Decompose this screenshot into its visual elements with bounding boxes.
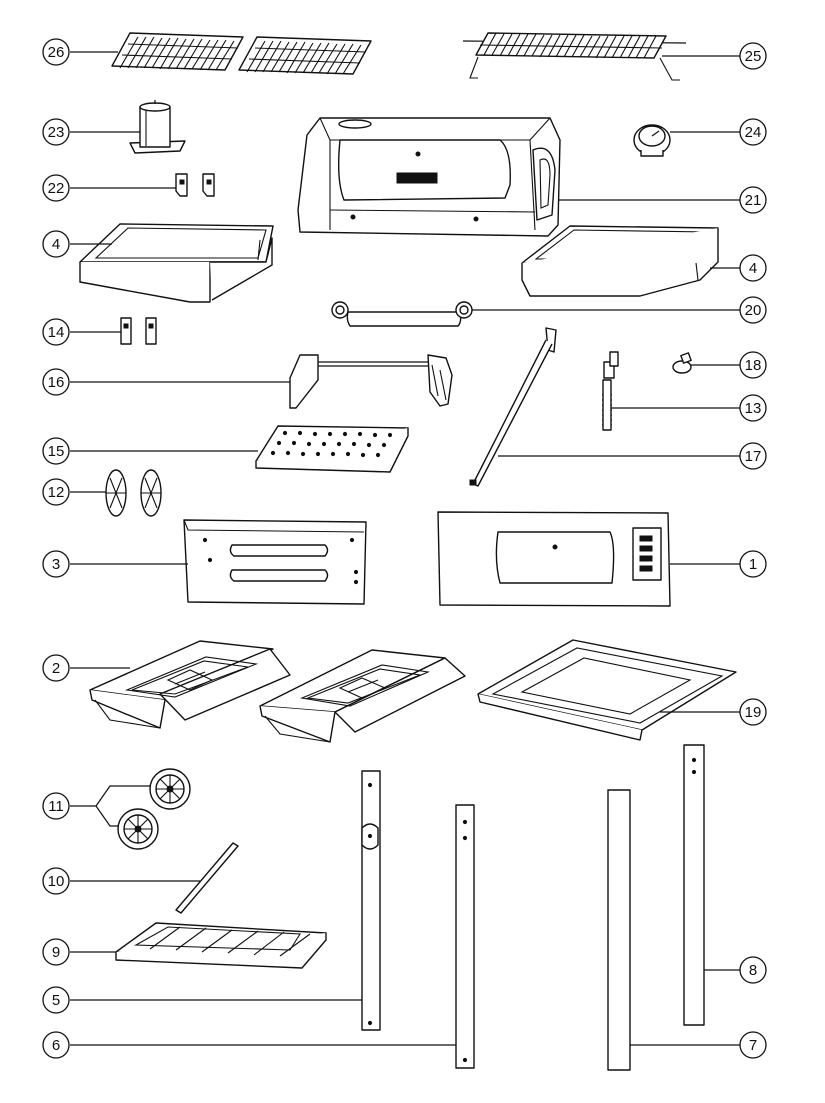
callout-label: 15 (48, 443, 65, 460)
callout-label: 7 (749, 1037, 757, 1054)
callout-7: 7 (739, 1031, 767, 1059)
part-grill-lid (297, 117, 561, 237)
part-firebox-right (259, 649, 466, 743)
callout-23: 23 (42, 118, 70, 146)
callout-label: 19 (745, 704, 762, 721)
callout-label: 3 (52, 556, 60, 573)
part-control-knob (672, 352, 692, 374)
part-front-panel (437, 511, 671, 607)
part-lid-hinges (175, 173, 215, 197)
callout-label: 8 (749, 962, 757, 979)
part-leg-8 (683, 744, 705, 1026)
part-thermometer (633, 124, 671, 157)
callout-label: 6 (52, 1037, 60, 1054)
callout-16: 16 (42, 368, 70, 396)
callout-11: 11 (42, 792, 70, 820)
part-side-shelf-right (521, 225, 719, 297)
part-heat-tray (255, 425, 409, 473)
callout-label: 5 (52, 992, 60, 1009)
callout-19: 19 (739, 698, 767, 726)
callout-label: 4 (749, 260, 757, 277)
part-grease-cup (129, 100, 186, 154)
callout-label: 26 (48, 44, 65, 61)
part-rear-panel (183, 519, 367, 605)
callout-label: 17 (745, 448, 762, 465)
part-hubcaps (105, 469, 162, 517)
part-wheels (117, 768, 191, 850)
callout-25: 25 (739, 42, 767, 70)
part-clips (120, 317, 157, 345)
part-leg-6 (455, 804, 475, 1069)
callout-9: 9 (42, 938, 70, 966)
part-igniter (602, 351, 619, 431)
callout-label: 13 (745, 400, 762, 417)
part-lid-handle (331, 301, 473, 327)
callout-6: 6 (42, 1031, 70, 1059)
callout-15: 15 (42, 437, 70, 465)
callout-10: 10 (42, 867, 70, 895)
part-burner-tube (469, 327, 557, 487)
callout-12: 12 (42, 478, 70, 506)
callout-8: 8 (739, 956, 767, 984)
callout-label: 25 (745, 48, 762, 65)
callout-label: 16 (48, 374, 65, 391)
callout-18: 18 (739, 351, 767, 379)
callout-24: 24 (739, 118, 767, 146)
callout-17: 17 (739, 442, 767, 470)
part-firebox-left (89, 640, 291, 729)
callout-label: 1 (749, 556, 757, 573)
part-grease-tray (477, 639, 737, 741)
callout-26: 26 (42, 38, 70, 66)
part-axle (175, 842, 239, 914)
callout-label: 21 (745, 192, 762, 209)
leader-lines (70, 51, 740, 1046)
part-cooking-grates (111, 32, 372, 75)
callout-label: 24 (745, 124, 762, 141)
callout-1: 1 (739, 550, 767, 578)
callout-label: 2 (52, 660, 60, 677)
callout-label: 23 (48, 124, 65, 141)
callout-label: 20 (745, 302, 762, 319)
callout-22: 22 (42, 174, 70, 202)
callout-13: 13 (739, 394, 767, 422)
callout-4-left: 4 (42, 230, 70, 258)
callout-label: 12 (48, 484, 65, 501)
part-bottom-shelf (115, 922, 327, 969)
part-leg-7 (607, 789, 631, 1071)
callout-2: 2 (42, 654, 70, 682)
callout-label: 11 (48, 798, 64, 815)
callout-label: 4 (52, 236, 60, 253)
part-leg-5 (361, 770, 381, 1031)
callout-5: 5 (42, 986, 70, 1014)
callout-label: 18 (745, 357, 762, 374)
callout-label: 10 (48, 873, 65, 890)
callout-20: 20 (739, 296, 767, 324)
callout-4-right: 4 (739, 254, 767, 282)
callout-3: 3 (42, 550, 70, 578)
callout-14: 14 (42, 318, 70, 346)
part-side-shelf-left (79, 223, 274, 303)
callout-label: 22 (48, 180, 65, 197)
callout-21: 21 (739, 186, 767, 214)
part-burner-support (289, 354, 453, 409)
callout-label: 9 (52, 944, 60, 961)
part-warming-rack (462, 32, 687, 81)
callout-label: 14 (48, 324, 65, 341)
